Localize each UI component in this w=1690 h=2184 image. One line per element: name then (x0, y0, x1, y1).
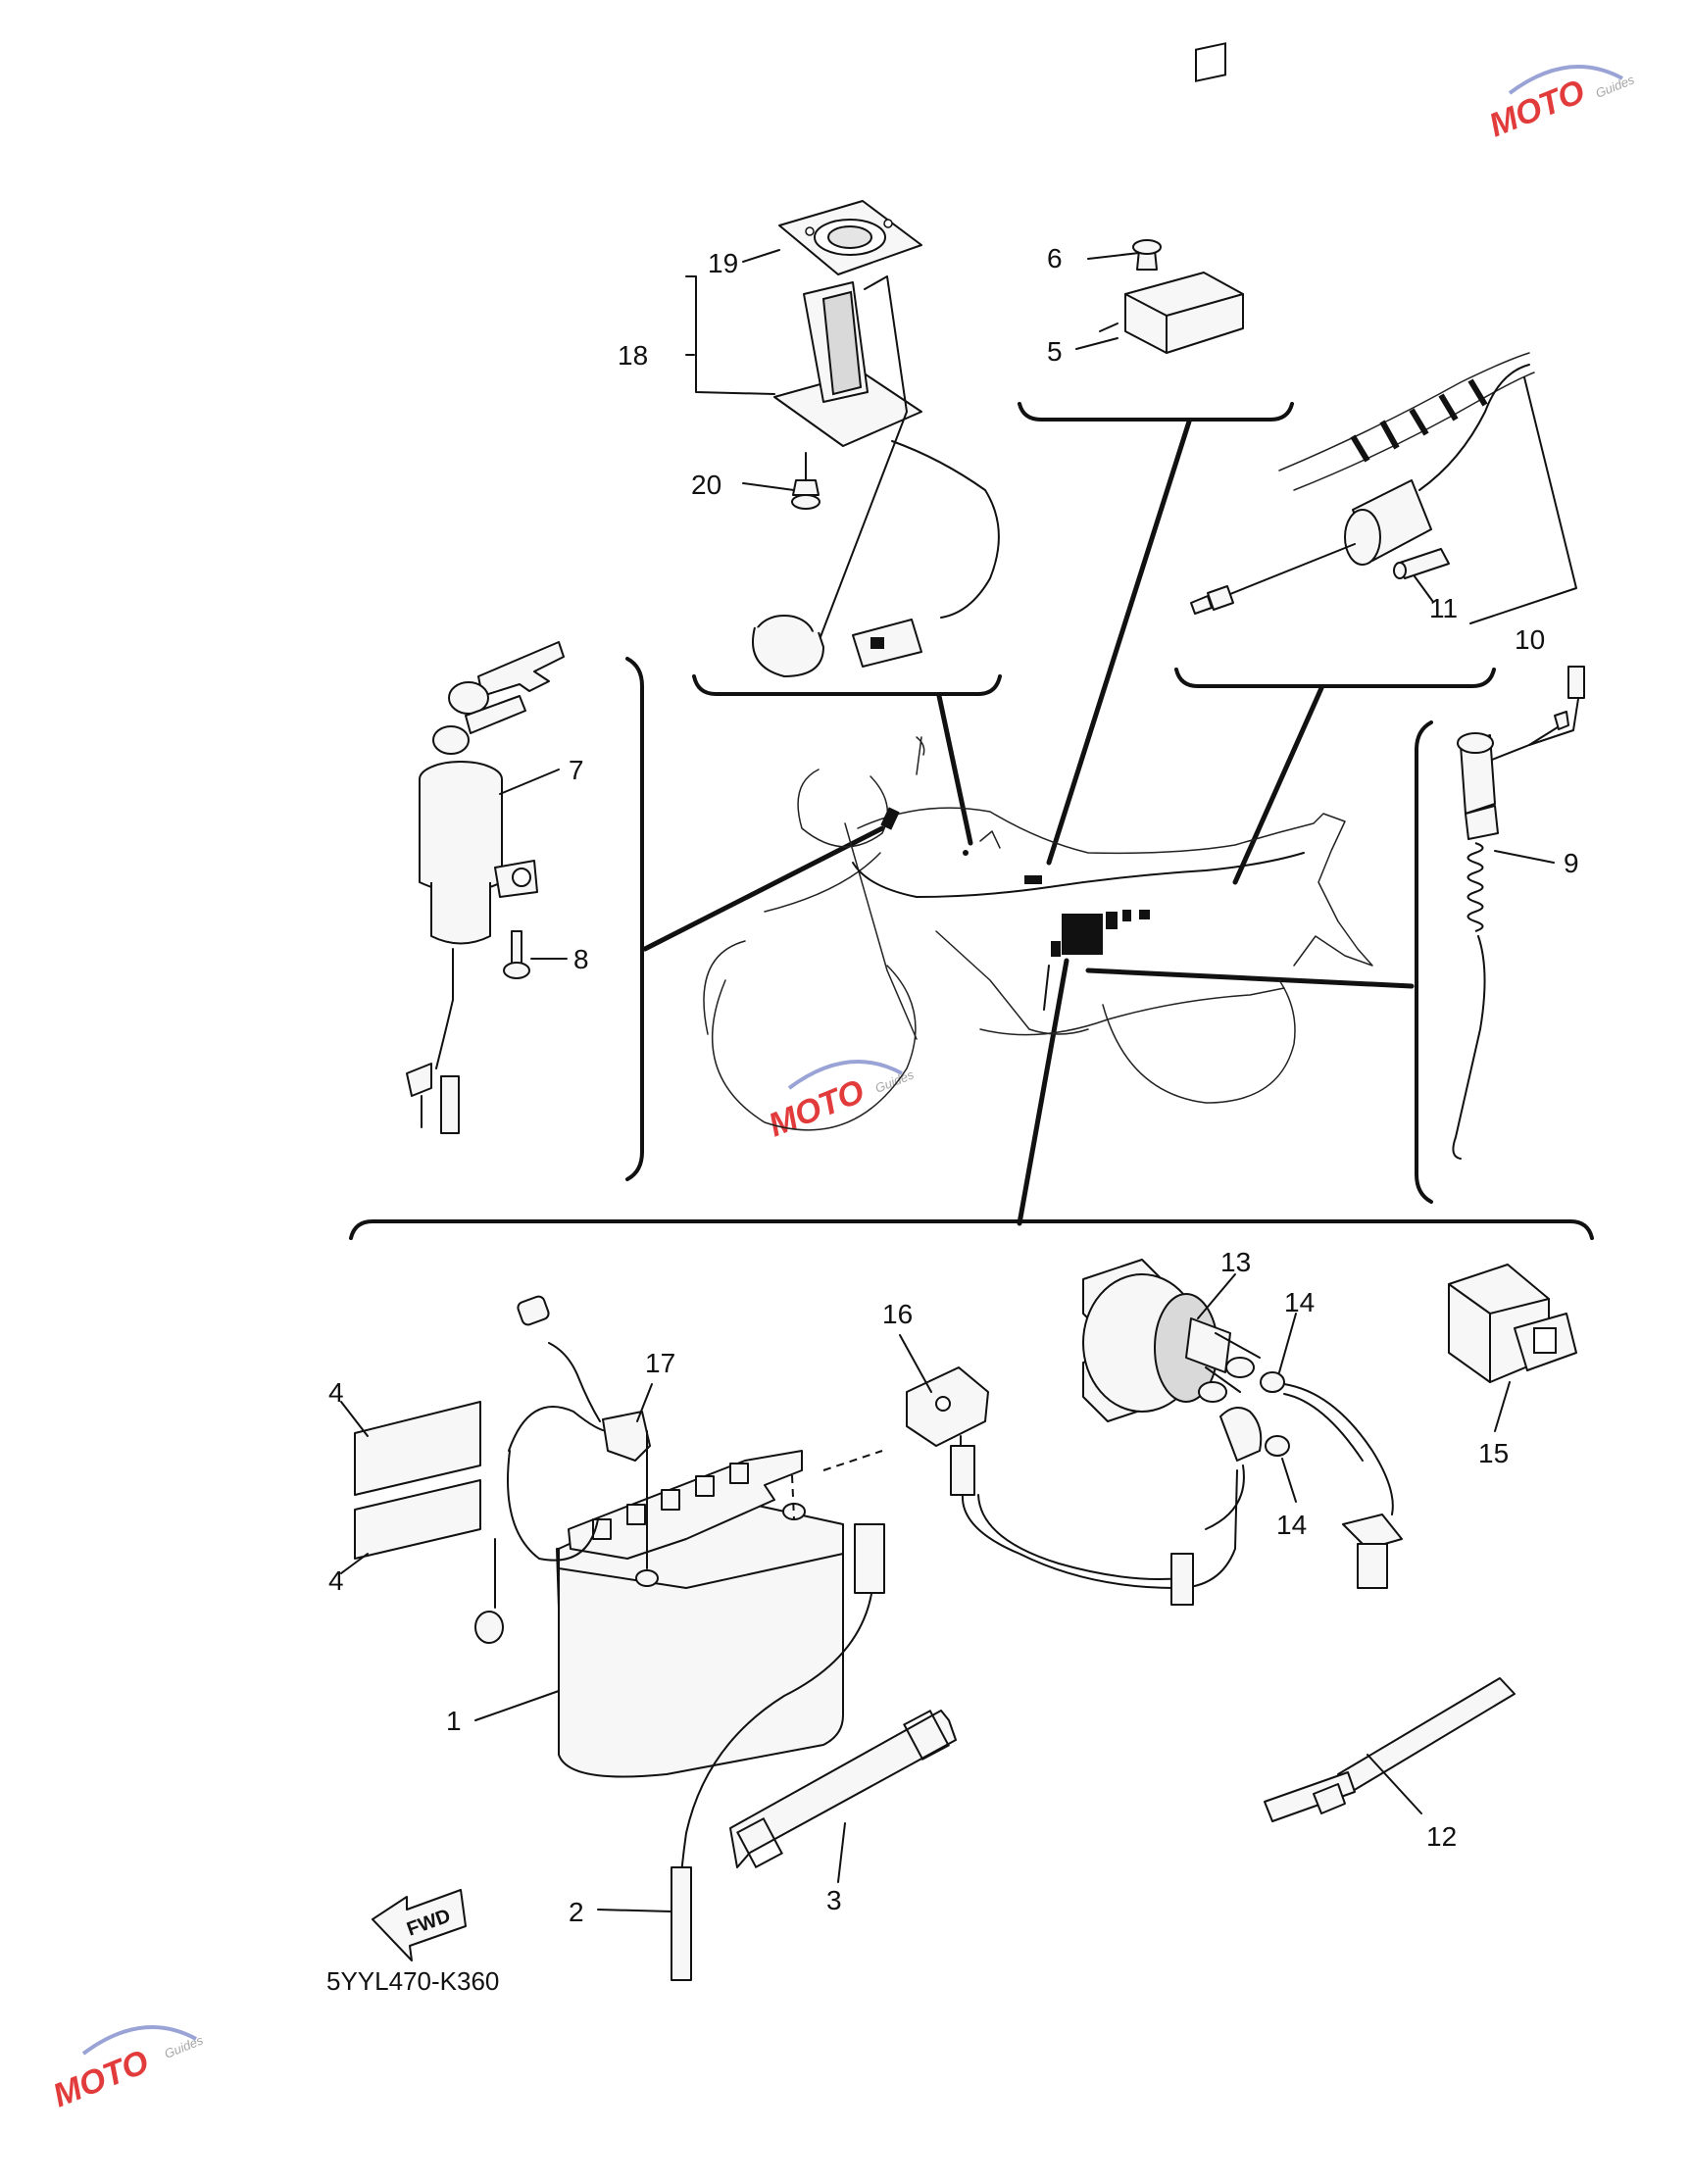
callout-1: 1 (446, 1706, 462, 1736)
fwd-direction-arrow: FWD (372, 1889, 467, 1961)
callout-5: 5 (1047, 336, 1063, 367)
key-1 (477, 641, 565, 697)
leader-rear-switch (1085, 968, 1415, 989)
callout-20: 20 (691, 470, 721, 500)
callout-leaders (340, 249, 1555, 1912)
bracket-horn (1174, 668, 1496, 688)
battery-band (729, 1710, 957, 1868)
bracket-fuel-sender (692, 674, 1002, 696)
callout-6: 6 (1047, 243, 1063, 273)
callout-11: 11 (1429, 593, 1458, 623)
leader-horn (1232, 685, 1324, 885)
rear-brake-switch-assembly (1452, 666, 1585, 1160)
leader-main-switch (642, 825, 885, 952)
watermark-sub: Guides (163, 2032, 206, 2061)
callout-13: 13 (1220, 1247, 1251, 1277)
callout-2: 2 (569, 1897, 584, 1927)
pad-upper (354, 1401, 481, 1496)
flasher-relay-assembly (1448, 1264, 1577, 1383)
bracket-rear-switch (1415, 720, 1433, 1204)
motorcycle-outline (703, 736, 1373, 1131)
watermark-brand: MOTO (764, 1072, 870, 1144)
callout-numbers: 1 2 3 4 4 5 6 7 8 9 10 11 12 13 14 14 15… (328, 243, 1579, 1927)
leader-fuel-sender (936, 693, 973, 846)
main-switch-assembly (406, 641, 565, 1134)
callout-17: 17 (645, 1348, 675, 1378)
terminal (602, 1411, 651, 1462)
relay-nut (1260, 1371, 1285, 1393)
watermark-brand: MOTO (48, 2043, 154, 2114)
callout-3: 3 (826, 1885, 842, 1915)
fuel-sender-assembly (752, 200, 1000, 677)
watermark-center: MOTO Guides (764, 1060, 917, 1144)
bracket-relay (1018, 402, 1294, 422)
starter-relay-assembly (1082, 1259, 1403, 1589)
callout-14-lower: 14 (1276, 1510, 1307, 1540)
relay-nut-2 (1265, 1435, 1290, 1457)
watermark-top-right: MOTO Guides (1484, 65, 1637, 144)
battery-case (558, 1523, 844, 1778)
bracket-main-switch (625, 657, 644, 1181)
watermark-brand: MOTO (1484, 73, 1590, 144)
callout-7: 7 (569, 755, 584, 785)
callout-19: 19 (708, 248, 738, 278)
fuse-holder-assembly (906, 1366, 1238, 1606)
callout-14-upper: 14 (1284, 1287, 1315, 1317)
callout-10: 10 (1515, 624, 1545, 655)
callout-18: 18 (618, 340, 648, 371)
bracket-battery-group (349, 1219, 1594, 1240)
cable-tie (1264, 1677, 1516, 1822)
relay-assembly (1099, 42, 1244, 354)
pad-lower (354, 1479, 481, 1560)
leader-battery-group (1017, 958, 1069, 1226)
battery-assembly (354, 1295, 957, 1981)
diagram-code: 5YYL470-K360 (326, 1966, 499, 1996)
relay-body (1124, 272, 1244, 354)
callout-12: 12 (1426, 1821, 1457, 1852)
callout-4-upper: 4 (328, 1377, 344, 1408)
callout-8: 8 (573, 944, 589, 974)
battery-breather-hose (671, 1866, 692, 1981)
callout-4-lower: 4 (328, 1565, 344, 1596)
callout-9: 9 (1564, 848, 1579, 878)
watermark-bottom-left: MOTO Guides (48, 2025, 206, 2114)
callout-16: 16 (882, 1299, 913, 1329)
leader-relay (1046, 419, 1192, 866)
callout-15: 15 (1478, 1438, 1509, 1468)
horn-assembly (1190, 352, 1577, 624)
